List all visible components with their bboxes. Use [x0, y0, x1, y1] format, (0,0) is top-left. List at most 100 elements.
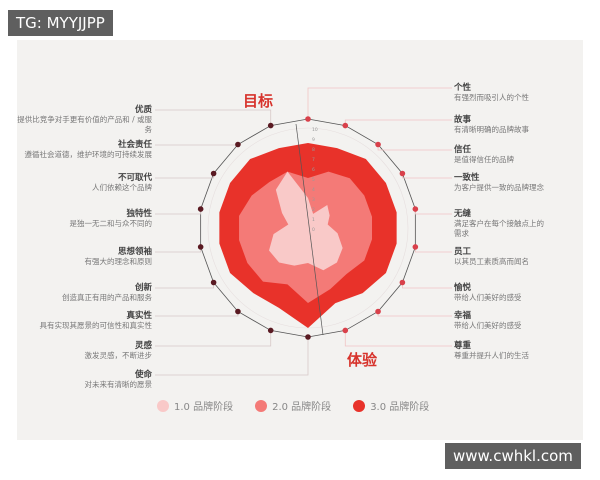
leader-line — [155, 209, 202, 215]
axis-label: 无缝满足客户在每个接触点上的需求 — [454, 209, 594, 239]
legend-item-stage2: 2.0 品牌阶段 — [255, 398, 331, 413]
axis-title: 不可取代 — [117, 173, 152, 183]
group-label-top: 目标 — [243, 92, 274, 110]
tick-label: 0 — [312, 227, 315, 233]
axis-label: 故事有清晰明确的品牌故事 — [454, 115, 594, 135]
axis-description: 具有实现其愿景的可信性和真实性 — [39, 321, 153, 330]
divider-line — [295, 123, 324, 336]
axis-label: 真实性具有实现其愿景的可信性和真实性 — [12, 311, 153, 331]
leader-line — [155, 109, 272, 126]
axis-label: 优质提供比竞争对手更有价值的产品和 / 或服务 — [12, 105, 152, 135]
axis-title: 幸福 — [454, 311, 472, 321]
axis-dot — [305, 334, 311, 340]
watermark-bottom-right: www.cwhkl.com — [445, 443, 581, 469]
legend-swatch — [157, 399, 169, 412]
tick-label: 1 — [312, 217, 315, 223]
axis-dot — [375, 308, 381, 315]
axis-description: 有强烈而吸引人的个性 — [454, 93, 529, 102]
tick-label: 6 — [312, 167, 315, 173]
tick-label: 8 — [312, 147, 315, 153]
legend-swatch — [255, 399, 268, 412]
leader-line — [155, 173, 215, 179]
axis-dot — [210, 279, 217, 286]
axis-description: 人们依赖这个品牌 — [92, 183, 152, 192]
leader-line — [155, 337, 309, 376]
axis-title: 优质 — [134, 105, 152, 115]
leader-line — [377, 311, 452, 317]
axis-title: 独特性 — [126, 209, 152, 219]
axis-label: 一致性为客户提供一致的品牌理念 — [454, 173, 594, 193]
axis-description: 带给人们美好的感受 — [454, 293, 522, 302]
axis-label: 创新创造真正有用的产品和服务 — [12, 283, 152, 303]
axis-title: 无缝 — [454, 209, 472, 219]
tick-label: 10 — [312, 127, 318, 133]
axis-title: 一致性 — [454, 173, 480, 183]
axis-label: 愉悦带给人们美好的感受 — [454, 283, 594, 303]
axis-dot — [267, 122, 274, 129]
legend-label: 2.0 品牌阶段 — [272, 402, 332, 413]
leader-line — [401, 282, 452, 289]
axis-description: 对未来有清晰的愿景 — [84, 380, 153, 389]
leader-line — [414, 246, 452, 253]
axis-description: 创造真正有用的产品和服务 — [62, 293, 152, 302]
legend-label: 3.0 品牌阶段 — [370, 402, 430, 413]
legend-swatch — [353, 399, 366, 412]
axis-label: 幸福带给人们美好的感受 — [454, 311, 594, 331]
leader-line — [401, 173, 452, 179]
axis-title: 思想领袖 — [117, 247, 152, 257]
tick-label: 5 — [312, 177, 315, 183]
axis-title: 真实性 — [126, 311, 152, 321]
axis-dot — [412, 206, 419, 212]
leader-line — [414, 209, 452, 215]
axis-label: 社会责任遵循社会道德，维护环境的可持续发展 — [12, 140, 153, 160]
axis-label: 使命对未来有清晰的愿景 — [12, 370, 153, 390]
leader-line — [155, 311, 239, 317]
axis-description: 尊重并提升人们的生活 — [454, 351, 529, 360]
axis-label: 信任是值得信任的品牌 — [454, 145, 594, 165]
axis-title: 员工 — [454, 247, 472, 257]
tick-label: 4 — [312, 187, 315, 193]
axis-dot — [375, 141, 381, 148]
axis-dot — [235, 141, 241, 148]
axis-title: 尊重 — [454, 341, 472, 351]
axis-label: 个性有强烈而吸引人的个性 — [454, 83, 594, 103]
leader-line — [155, 282, 215, 289]
axis-description: 以其员工素质高而闻名 — [454, 257, 529, 266]
axis-dot — [412, 244, 419, 250]
legend-item-stage3: 3.0 品牌阶段 — [353, 398, 429, 413]
axis-title: 个性 — [454, 83, 472, 93]
leader-line — [377, 144, 452, 151]
leader-line — [344, 330, 452, 347]
axis-title: 灵感 — [134, 341, 152, 351]
axis-description: 激发灵感，不断进步 — [84, 351, 153, 360]
leader-line — [344, 119, 452, 126]
axis-dot — [197, 244, 204, 250]
axis-title: 信任 — [454, 145, 472, 155]
axis-dot — [342, 122, 349, 129]
tick-label: 7 — [312, 157, 315, 163]
tick-label: 2 — [312, 207, 315, 213]
axis-dot — [197, 206, 204, 212]
legend: 1.0 品牌阶段 2.0 品牌阶段 3.0 品牌阶段 — [157, 398, 429, 413]
axis-title: 故事 — [454, 115, 472, 125]
leader-line — [155, 330, 272, 347]
axis-title: 愉悦 — [454, 283, 472, 293]
axis-dot — [235, 308, 241, 315]
axis-dot — [399, 279, 406, 286]
legend-label: 1.0 品牌阶段 — [174, 402, 234, 413]
axis-dot — [342, 327, 349, 334]
series-area-1 — [269, 171, 343, 271]
axis-label: 独特性是独一无二和与众不同的 — [12, 209, 153, 229]
axis-label: 思想领袖有强大的理念和原则 — [12, 247, 153, 267]
axis-label: 灵感激发灵感，不断进步 — [12, 341, 153, 361]
axis-description: 满足客户在每个接触点上的需求 — [454, 219, 544, 238]
axis-label: 尊重尊重并提升人们的生活 — [454, 341, 594, 361]
axis-description: 是值得信任的品牌 — [454, 155, 514, 164]
axis-title: 使命 — [134, 370, 152, 380]
leader-line — [307, 87, 452, 119]
legend-item-stage1: 1.0 品牌阶段 — [157, 398, 233, 413]
axis-description: 带给人们美好的感受 — [454, 321, 522, 330]
axis-dot — [210, 170, 217, 177]
watermark-top-left: TG: MYYJJPP — [8, 10, 113, 36]
